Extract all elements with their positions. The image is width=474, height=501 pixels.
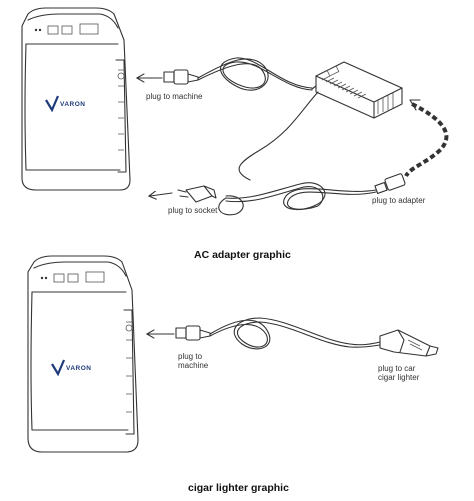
- varon-logo-icon: [51, 359, 66, 377]
- socket-plug-icon: [177, 185, 217, 203]
- oxygen-concentrator-bottom: [27, 255, 139, 453]
- caption-ac-adapter: AC adapter graphic: [194, 249, 291, 261]
- dc-plug-icon: [175, 325, 211, 341]
- oxygen-concentrator-top: [21, 7, 131, 191]
- ac-adapter-icon: [315, 61, 403, 119]
- label-plug-to-car: plug to car cigar lighter: [378, 364, 420, 382]
- label-plug-to-machine: plug to machine: [146, 92, 203, 101]
- caption-cigar-lighter: cigar lighter graphic: [188, 482, 289, 494]
- brand-label: VARON: [60, 101, 86, 108]
- varon-logo-icon: [45, 95, 60, 113]
- label-plug-to-adapter: plug to adapter: [372, 196, 426, 205]
- label-plug-to-socket: plug to socket: [168, 206, 218, 215]
- label-plug-to-machine-bottom: plug to machine: [178, 352, 209, 370]
- brand-label: VARON: [66, 365, 92, 372]
- cigar-lighter-plug-icon: [379, 329, 439, 357]
- adapter-cord-plug-icon: [374, 173, 406, 195]
- arrow-icon: [409, 99, 421, 111]
- arrow-icon: [150, 193, 173, 196]
- dc-plug-icon: [163, 69, 199, 85]
